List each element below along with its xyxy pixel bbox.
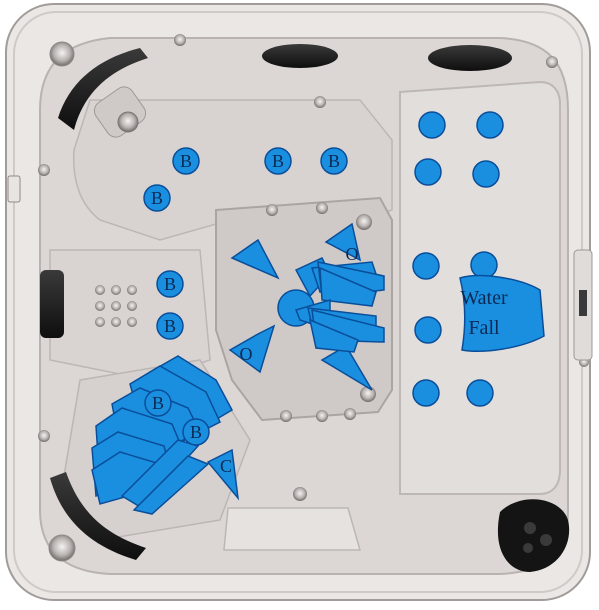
bottom-step xyxy=(224,508,360,550)
label-b: B xyxy=(151,188,163,208)
footwell-fitting-1 xyxy=(356,214,372,230)
top-center-fitting-1 xyxy=(314,96,326,108)
label-b: B xyxy=(152,393,164,413)
side-jet-grid xyxy=(95,285,137,327)
left-rim-fitting-2 xyxy=(38,430,50,442)
jet-marker xyxy=(419,112,445,138)
step-fitting xyxy=(293,487,307,501)
side-latch xyxy=(8,176,20,202)
jet-marker xyxy=(413,380,439,406)
label-b: B xyxy=(328,151,340,171)
pillow-left xyxy=(40,270,64,338)
label-c: C xyxy=(220,456,232,476)
jet-marker xyxy=(415,159,441,185)
jet-marker xyxy=(473,161,499,187)
jet-marker xyxy=(413,253,439,279)
corner-cupholder-bottom-left xyxy=(49,535,75,561)
headrest-jet xyxy=(118,112,138,132)
filter-port-3 xyxy=(523,543,533,553)
corner-cupholder-top-left xyxy=(50,42,74,66)
jet-marker xyxy=(477,112,503,138)
filter-port-2 xyxy=(540,534,552,546)
right-rim-fitting-1 xyxy=(546,56,558,68)
label-b: B xyxy=(190,422,202,442)
footwell-fitting-4 xyxy=(316,410,328,422)
jet-marker xyxy=(471,252,497,278)
label-o: O xyxy=(346,244,359,264)
label-b: B xyxy=(164,316,176,336)
left-rim-fitting-1 xyxy=(38,164,50,176)
pillow-top-right xyxy=(428,45,512,71)
footwell-fitting-3 xyxy=(280,410,292,422)
pillow-top-center xyxy=(262,44,338,68)
label-b: B xyxy=(272,151,284,171)
label-o: O xyxy=(240,344,253,364)
label-waterfall-line1: Water xyxy=(460,287,508,309)
label-waterfall-line2: Fall xyxy=(468,317,500,339)
jet-marker xyxy=(467,380,493,406)
top-rim-fitting xyxy=(174,34,186,46)
top-center-fitting-2 xyxy=(266,204,278,216)
label-b: B xyxy=(164,274,176,294)
top-center-fitting-3 xyxy=(316,202,328,214)
footwell-fitting-5 xyxy=(344,408,356,420)
filter-port-1 xyxy=(524,522,536,534)
label-b: B xyxy=(180,151,192,171)
jet-marker xyxy=(415,317,441,343)
control-panel-display xyxy=(579,290,587,316)
